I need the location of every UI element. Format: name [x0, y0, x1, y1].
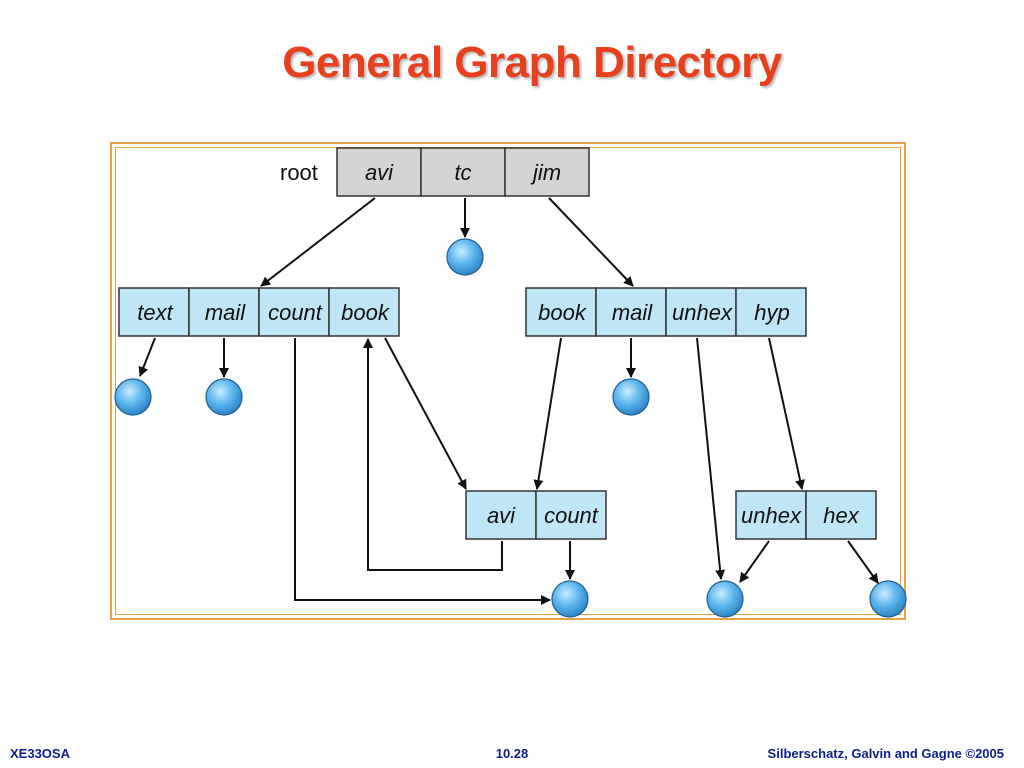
root-directory: avi tc jim — [336, 147, 590, 197]
edge-jim-book-to-shared — [533, 337, 562, 490]
dir-entry-label: count — [268, 300, 323, 325]
edge-hex-to-file — [847, 540, 879, 584]
root-label: root — [280, 160, 318, 185]
jim-directory: book mail unhex hyp — [525, 287, 807, 337]
hyp-directory: unhex hex — [735, 490, 877, 540]
root-entry-label: jim — [530, 160, 561, 185]
edge-book-to-shared — [384, 337, 467, 490]
edge-text-to-file — [138, 337, 156, 377]
file-node — [446, 238, 484, 276]
root-entry-label: tc — [454, 160, 471, 185]
dir-entry-label: unhex — [672, 300, 733, 325]
file-node — [869, 580, 907, 618]
avi-directory: text mail count book — [118, 287, 400, 337]
root-entry-label: avi — [365, 160, 394, 185]
dir-cell — [188, 287, 260, 337]
dir-cell — [118, 287, 190, 337]
root-cell-avi — [336, 147, 422, 197]
footer-page-number: 10.28 — [495, 746, 529, 761]
dir-cell — [525, 287, 597, 337]
dir-entry-label: mail — [612, 300, 653, 325]
shared-directory: avi count — [465, 490, 607, 540]
root-cell-jim — [504, 147, 590, 197]
file-node — [612, 378, 650, 416]
dir-cell — [595, 287, 667, 337]
dir-entry-label: avi — [487, 503, 516, 528]
dir-entry-label: mail — [205, 300, 246, 325]
dir-cell — [465, 490, 537, 540]
footer-copyright: Silberschatz, Galvin and Gagne ©2005 — [767, 746, 1004, 761]
dir-entry-label: hex — [823, 503, 859, 528]
dir-cell — [258, 287, 330, 337]
directory-links — [138, 197, 879, 605]
dir-cell — [328, 287, 400, 337]
dir-entry-label: book — [538, 300, 587, 325]
edge-unhex-to-file — [696, 337, 726, 580]
edge-avi-to-dir — [260, 197, 376, 287]
edge-hyp-to-dir — [768, 337, 805, 490]
dir-entry-label: unhex — [741, 503, 802, 528]
edge-hyp-unhex-to-file — [739, 540, 770, 583]
dir-cell — [665, 287, 737, 337]
file-node — [114, 378, 152, 416]
slide-title: General Graph Directory — [282, 38, 782, 87]
file-node — [706, 580, 744, 618]
dir-entry-label: book — [341, 300, 390, 325]
edge-avi-cycle-back — [363, 338, 503, 571]
edge-count-to-file — [294, 338, 551, 605]
dir-entry-label: count — [544, 503, 599, 528]
dir-cell — [735, 490, 807, 540]
footer-course-code: XE33OSA — [10, 746, 70, 761]
dir-cell — [535, 490, 607, 540]
dir-cell — [735, 287, 807, 337]
edge-jim-to-dir — [548, 197, 634, 287]
file-node — [551, 580, 589, 618]
dir-entry-label: hyp — [754, 300, 789, 325]
file-nodes — [114, 238, 907, 618]
file-node — [205, 378, 243, 416]
dir-entry-label: text — [137, 300, 173, 325]
dir-cell — [805, 490, 877, 540]
